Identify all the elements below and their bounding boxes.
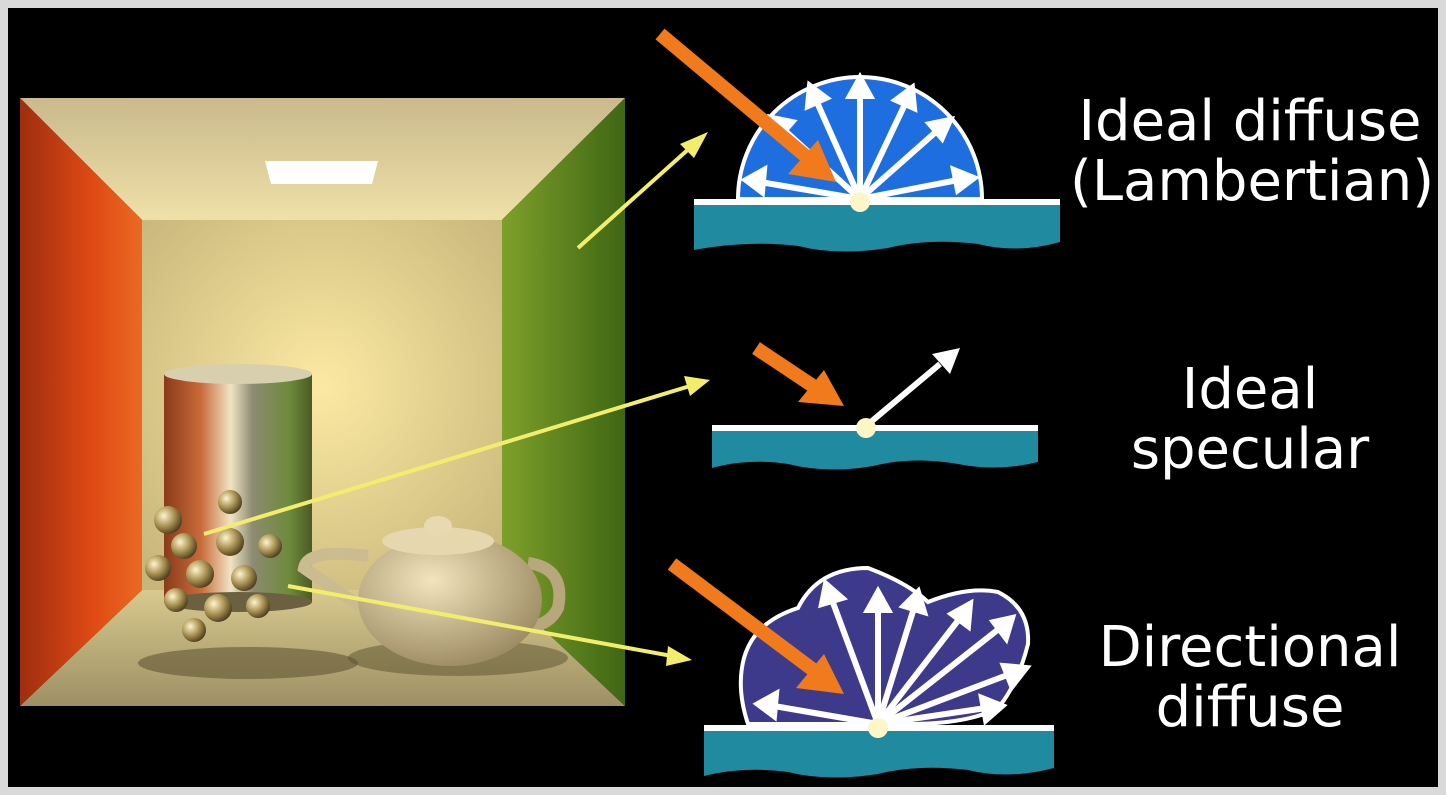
contact-point [856, 418, 876, 438]
incident-arrow [752, 342, 844, 406]
incident-arrow [667, 558, 844, 694]
floor-shadow [138, 647, 358, 679]
label-ideal-diffuse-line1: Ideal diffuse [1078, 89, 1422, 154]
reflected-arrows [752, 578, 1032, 727]
contact-point [868, 718, 888, 738]
pointer-arrow-cylinder [287, 584, 692, 666]
label-directional-diffuse: Directional diffuse [1070, 618, 1430, 738]
label-ideal-specular-line2: specular [1130, 417, 1370, 482]
label-ideal-diffuse-line2: (Lambertian) [1070, 149, 1435, 214]
ceiling-light [265, 161, 378, 184]
directional-diffuse-diagram [667, 558, 1054, 778]
incident-arrow [655, 28, 836, 182]
teapot [297, 516, 566, 666]
surface-block [694, 202, 1060, 252]
label-ideal-specular: Ideal specular [1100, 360, 1400, 480]
slide: Ideal diffuse (Lambertian) Ideal specula… [8, 8, 1438, 787]
cornell-box-render [20, 98, 625, 706]
contact-point [850, 192, 870, 212]
label-directional-diffuse-line2: diffuse [1155, 675, 1345, 740]
ideal-diffuse-diagram [655, 28, 1060, 252]
diagram-canvas [20, 28, 1060, 778]
pointer-arrow-green-wall [576, 132, 708, 250]
surface-block [704, 728, 1054, 778]
label-directional-diffuse-line1: Directional [1098, 615, 1402, 680]
surface-block [712, 428, 1038, 470]
ideal-specular-diagram [712, 342, 1038, 470]
reflected-arrow [864, 348, 960, 429]
label-ideal-diffuse: Ideal diffuse (Lambertian) [1070, 89, 1435, 214]
ceiling [20, 98, 625, 220]
pointer-arrows [203, 132, 710, 666]
right-wall-green [502, 98, 625, 706]
label-ideal-specular-line1: Ideal [1181, 357, 1319, 422]
reflected-arrows [740, 71, 981, 202]
left-wall-red [20, 98, 142, 706]
pointer-arrow-spheres [203, 376, 710, 536]
sphere-cluster [145, 490, 282, 642]
metal-cylinder [164, 364, 312, 612]
